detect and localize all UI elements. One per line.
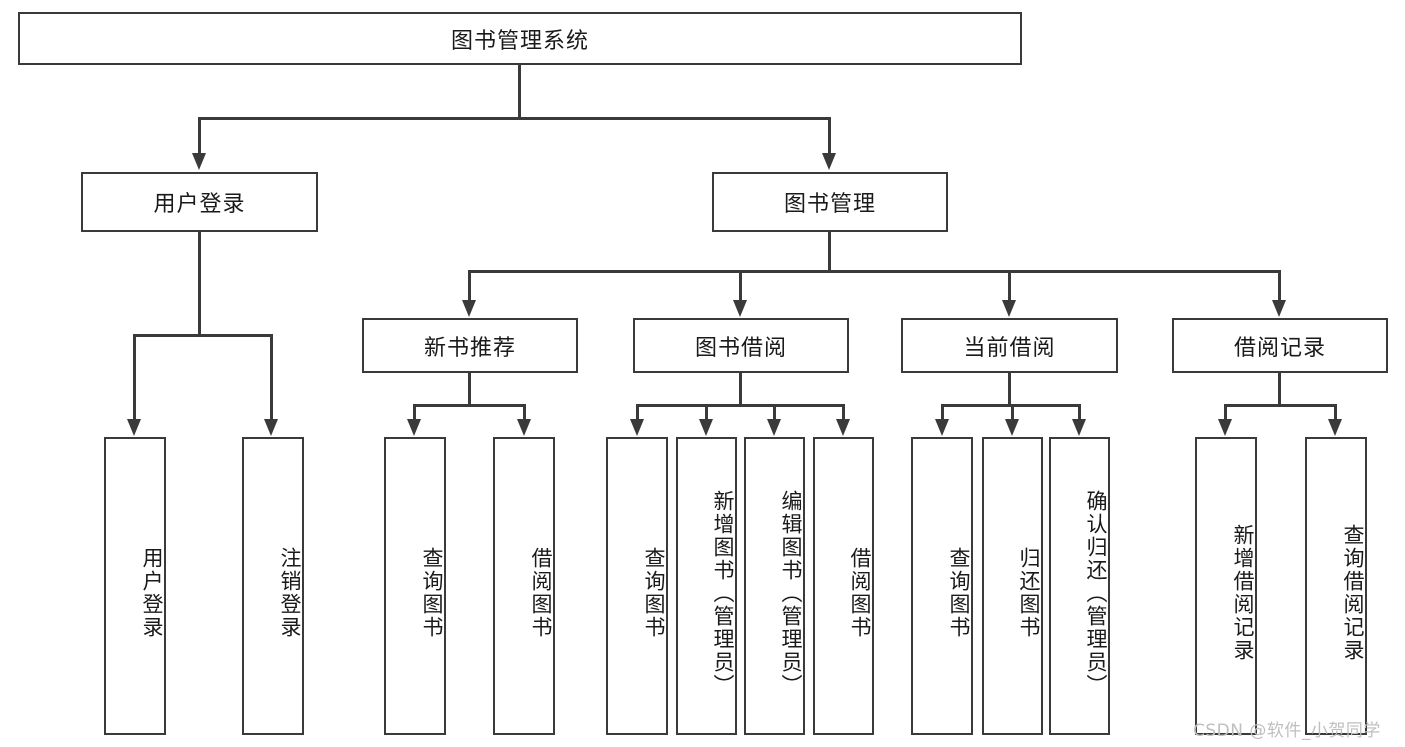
node-label: 图书管理系统 bbox=[450, 28, 589, 54]
node-label: 借阅记录 bbox=[1233, 335, 1326, 361]
leaf-new-book-recommend-0[interactable]: 查询图书 bbox=[384, 437, 446, 735]
node-borrow-record[interactable]: 借阅记录 bbox=[1172, 318, 1388, 373]
connector-root-stem bbox=[518, 65, 521, 118]
node-new-book-recommend[interactable]: 新书推荐 bbox=[362, 318, 578, 373]
node-label: 查询图书 bbox=[420, 547, 444, 639]
leaf-current-borrow-0[interactable]: 查询图书 bbox=[911, 437, 973, 735]
node-label: 借阅图书 bbox=[848, 547, 872, 639]
arrowhead-bb-leaf-1 bbox=[699, 419, 713, 436]
node-label: 新书推荐 bbox=[423, 335, 516, 361]
leaf-new-book-recommend-1[interactable]: 借阅图书 bbox=[493, 437, 555, 735]
arrowhead-bb-leaf-3 bbox=[836, 419, 850, 436]
node-label: 用户登录 bbox=[140, 547, 164, 639]
connector-bm-to-l3-1 bbox=[739, 270, 742, 302]
connector-bb-leaf-1 bbox=[705, 404, 708, 421]
connector-user-login-stem bbox=[198, 232, 201, 336]
connector-book-management-stem bbox=[828, 232, 831, 272]
leaf-book-borrow-3[interactable]: 借阅图书 bbox=[813, 437, 874, 735]
connector-cb-leaf-0 bbox=[941, 404, 944, 421]
connector-br-leaf-1 bbox=[1334, 404, 1337, 421]
node-label: 图书管理 bbox=[783, 192, 876, 217]
leaf-book-borrow-0[interactable]: 查询图书 bbox=[606, 437, 668, 735]
connector-br-leaf-0 bbox=[1224, 404, 1227, 421]
node-label: 查询借阅记录 bbox=[1341, 524, 1365, 662]
connector-user-login-bus bbox=[133, 334, 270, 337]
node-label: 查询图书 bbox=[947, 547, 971, 639]
arrowhead-bb-leaf-2 bbox=[767, 419, 781, 436]
arrowhead-bb-leaf-0 bbox=[630, 419, 644, 436]
connector-bb-leaf-0 bbox=[636, 404, 639, 421]
arrowhead-root-to-user-login bbox=[192, 153, 206, 170]
node-label: 当前借阅 bbox=[963, 335, 1056, 361]
connector-nbr-stem bbox=[468, 373, 471, 406]
arrowhead-bm-l3-3 bbox=[1272, 300, 1286, 317]
arrowhead-nbr-leaf-0 bbox=[407, 419, 421, 436]
node-book-management[interactable]: 图书管理 bbox=[712, 172, 948, 232]
connector-nbr-leaf-0 bbox=[413, 404, 416, 421]
connector-br-bus bbox=[1224, 404, 1334, 407]
connector-bb-bus bbox=[636, 404, 845, 407]
node-user-login[interactable]: 用户登录 bbox=[81, 172, 318, 232]
node-label: 用户登录 bbox=[153, 192, 246, 217]
arrowhead-bm-l3-1 bbox=[733, 300, 747, 317]
leaf-current-borrow-2[interactable]: 确认归还（管理员） bbox=[1049, 437, 1110, 735]
connector-root-bus bbox=[198, 117, 831, 120]
arrowhead-cb-leaf-0 bbox=[935, 419, 949, 436]
node-label: 注销登录 bbox=[278, 547, 302, 639]
leaf-borrow-record-0[interactable]: 新增借阅记录 bbox=[1195, 437, 1257, 735]
connector-cb-leaf-1 bbox=[1011, 404, 1014, 421]
arrowhead-br-leaf-1 bbox=[1328, 419, 1342, 436]
node-root-book-management-system[interactable]: 图书管理系统 bbox=[18, 12, 1022, 65]
arrowhead-cb-leaf-1 bbox=[1005, 419, 1019, 436]
arrowhead-br-leaf-0 bbox=[1218, 419, 1232, 436]
arrowhead-user-login-leaf-0 bbox=[127, 419, 141, 436]
node-label: 确认归还（管理员） bbox=[1084, 489, 1108, 697]
node-label: 归还图书 bbox=[1017, 547, 1041, 639]
leaf-current-borrow-1[interactable]: 归还图书 bbox=[982, 437, 1043, 735]
arrowhead-bm-l3-0 bbox=[462, 300, 476, 317]
arrowhead-root-to-book-management bbox=[822, 153, 836, 170]
node-label: 新增图书（管理员） bbox=[711, 489, 735, 697]
arrowhead-bm-l3-2 bbox=[1002, 300, 1016, 317]
leaf-user-login-1[interactable]: 注销登录 bbox=[242, 437, 304, 735]
connector-user-login-to-leaf-0 bbox=[133, 334, 136, 421]
connector-book-management-bus bbox=[468, 270, 1280, 273]
arrowhead-nbr-leaf-1 bbox=[517, 419, 531, 436]
connector-nbr-leaf-1 bbox=[523, 404, 526, 421]
node-current-borrow[interactable]: 当前借阅 bbox=[901, 318, 1118, 373]
connector-root-to-user-login bbox=[198, 117, 201, 155]
arrowhead-user-login-leaf-1 bbox=[264, 419, 278, 436]
node-label: 借阅图书 bbox=[529, 547, 553, 639]
leaf-borrow-record-1[interactable]: 查询借阅记录 bbox=[1305, 437, 1367, 735]
connector-br-stem bbox=[1278, 373, 1281, 406]
connector-cb-stem bbox=[1008, 373, 1011, 406]
connector-bm-to-l3-2 bbox=[1008, 270, 1011, 302]
node-label: 图书借阅 bbox=[694, 335, 787, 361]
node-label: 查询图书 bbox=[642, 547, 666, 639]
connector-bb-leaf-3 bbox=[842, 404, 845, 421]
node-label: 新增借阅记录 bbox=[1231, 524, 1255, 662]
node-book-borrow[interactable]: 图书借阅 bbox=[633, 318, 849, 373]
connector-user-login-to-leaf-1 bbox=[270, 334, 273, 421]
leaf-book-borrow-1[interactable]: 新增图书（管理员） bbox=[676, 437, 737, 735]
connector-root-to-book-management bbox=[828, 117, 831, 155]
connector-bm-to-l3-0 bbox=[468, 270, 471, 302]
connector-cb-leaf-2 bbox=[1078, 404, 1081, 421]
node-label: 编辑图书（管理员） bbox=[779, 489, 803, 697]
arrowhead-cb-leaf-2 bbox=[1072, 419, 1086, 436]
leaf-user-login-0[interactable]: 用户登录 bbox=[104, 437, 166, 735]
connector-bb-stem bbox=[739, 373, 742, 406]
connector-bb-leaf-2 bbox=[773, 404, 776, 421]
leaf-book-borrow-2[interactable]: 编辑图书（管理员） bbox=[744, 437, 805, 735]
connector-nbr-bus bbox=[413, 404, 523, 407]
connector-bm-to-l3-3 bbox=[1278, 270, 1281, 302]
